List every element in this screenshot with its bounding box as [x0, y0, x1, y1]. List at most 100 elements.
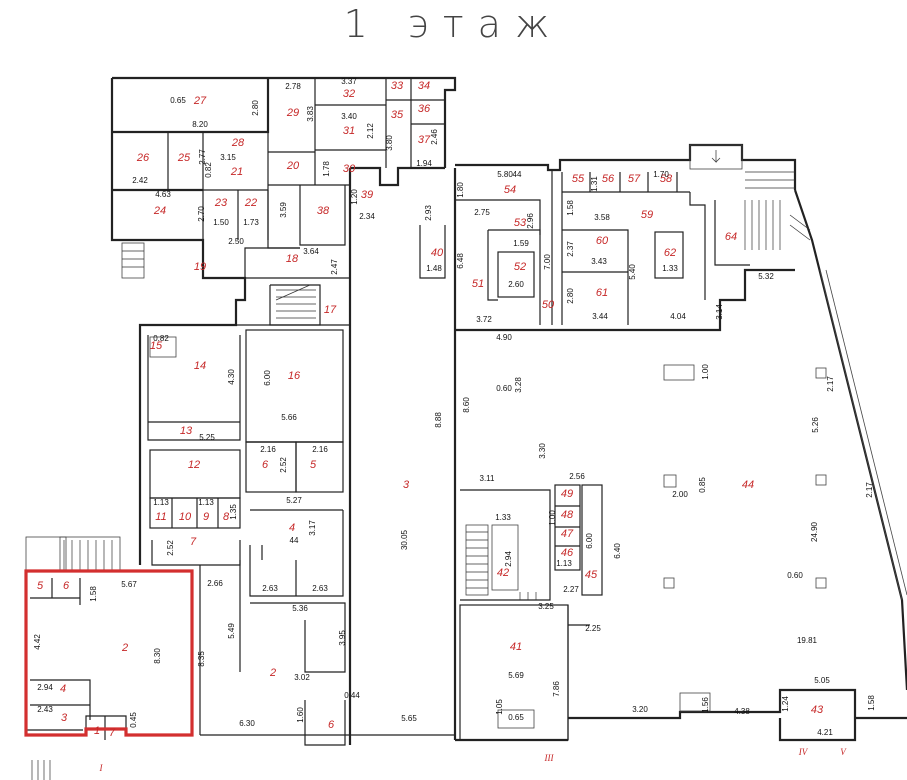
vertical-dimension-label-32: 6.48	[456, 253, 465, 269]
room-label-40: 2	[121, 642, 128, 654]
room-label-26: 16	[288, 370, 301, 382]
vertical-dimension-label-40: 3.28	[514, 377, 523, 393]
dimension-label-14: 1.48	[426, 264, 442, 273]
room-label-35: 7	[190, 536, 197, 548]
room-label-59: 64	[725, 231, 737, 243]
vertical-dimension-label-11: 2.93	[424, 205, 433, 221]
room-label-6: 35	[391, 109, 404, 121]
vertical-dimension-label-55: 1.24	[781, 696, 790, 712]
vertical-dimension-label-9: 3.59	[279, 202, 288, 218]
vertical-dimension-label-17: 3.17	[308, 520, 317, 536]
vertical-dimension-label-10: 1.20	[350, 189, 359, 205]
vertical-dimension-label-20: 4.42	[33, 634, 42, 650]
room-label-18: 38	[317, 205, 330, 217]
vertical-dimension-label-4: 2.46	[430, 129, 439, 145]
vertical-dimension-label-19: 1.58	[89, 586, 98, 602]
vertical-dimension-label-2: 2.12	[366, 123, 375, 139]
dimension-label-55: 0.60	[787, 571, 803, 580]
dimension-label-12: 2.50	[228, 237, 244, 246]
left-building-walls	[110, 76, 457, 745]
dimension-label-53: 2.27	[563, 585, 579, 594]
vertical-dimension-label-48: 1.00	[548, 510, 557, 526]
vertical-dimension-label-6: 0.82	[204, 162, 213, 178]
dimension-label-27: 2.66	[207, 579, 223, 588]
room-label-32: 10	[179, 511, 192, 523]
room-label-31: 11	[155, 511, 166, 523]
dimension-label-65: 44	[513, 170, 522, 179]
dimension-label-0: 0.65	[170, 96, 186, 105]
stair-left-bottom	[25, 536, 121, 780]
vertical-dimension-label-38: 2.80	[566, 288, 575, 304]
room-label-36: 4	[289, 522, 295, 534]
dimension-label-32: 6.30	[239, 719, 255, 728]
axis-label-3: V	[840, 747, 847, 757]
dimension-label-45: 4.04	[670, 312, 686, 321]
vertical-dimension-label-16: 1.35	[229, 504, 238, 520]
vertical-dimension-label-36: 2.37	[566, 241, 575, 257]
dimension-label-41: 3.58	[594, 213, 610, 222]
room-label-10: 26	[136, 152, 150, 164]
room-label-37: 3	[403, 479, 410, 491]
room-label-60: 61	[596, 287, 608, 299]
vertical-dimension-label-21: 8.30	[153, 648, 162, 664]
stair-left-top	[121, 242, 316, 319]
room-label-67: 42	[497, 567, 509, 579]
room-label-7: 31	[343, 125, 355, 137]
room-label-1: 29	[286, 107, 299, 119]
dimension-label-51: 2.00	[672, 490, 688, 499]
dimension-label-26: 5.67	[121, 580, 137, 589]
vertical-dimension-label-41: 3.30	[538, 443, 547, 459]
dimension-label-50: 1.33	[495, 513, 511, 522]
vertical-dimension-label-30: 1.80	[456, 182, 465, 198]
dimension-label-35: 5.80	[497, 170, 513, 179]
dimension-label-49: 2.56	[569, 472, 585, 481]
highlighted-unit	[24, 569, 194, 740]
dimension-label-33: 0.44	[344, 691, 360, 700]
dimension-label-22: 1.13	[198, 498, 214, 507]
vertical-dimension-label-31: 2.96	[526, 213, 535, 229]
room-label-58: 62	[664, 247, 676, 259]
room-label-21: 18	[286, 253, 299, 265]
dimension-label-8: 4.63	[155, 190, 171, 199]
room-label-53: 56	[602, 173, 615, 185]
room-label-44: 1	[94, 725, 100, 737]
vertical-dimension-label-24: 3.95	[338, 630, 347, 646]
room-label-62: 49	[561, 488, 573, 500]
room-label-16: 23	[214, 197, 228, 209]
dimension-label-17: 5.25	[199, 433, 215, 442]
dimension-label-28: 5.36	[292, 604, 308, 613]
dimension-label-62: 5.05	[814, 676, 830, 685]
dimension-label-2: 2.78	[285, 82, 301, 91]
vertical-dimension-label-50: 6.40	[613, 543, 622, 559]
room-label-17: 22	[244, 197, 257, 209]
room-label-49: 52	[514, 261, 526, 273]
room-label-48: 53	[514, 217, 527, 229]
vertical-dimension-label-22: 8.35	[197, 651, 206, 667]
vertical-dimension-label-1: 3.83	[306, 106, 315, 122]
room-label-15: 24	[153, 205, 166, 217]
vertical-dimension-label-18: 2.52	[166, 540, 175, 556]
room-label-47: 54	[504, 184, 516, 196]
dimension-label-63: 4.21	[817, 728, 833, 737]
dimension-label-5: 1.94	[416, 159, 432, 168]
vertical-dimension-label-13: 4.30	[227, 369, 236, 385]
floor-title: 1 этаж	[343, 2, 564, 46]
dimension-label-11: 2.34	[359, 212, 375, 221]
vertical-dimension-label-45: 2.17	[865, 482, 874, 498]
dimension-label-44: 3.44	[592, 312, 608, 321]
stair-right-top	[689, 144, 811, 250]
vertical-dimension-label-14: 6.00	[263, 370, 272, 386]
dimension-label-3: 3.37	[341, 77, 357, 86]
vertical-dimension-label-34: 1.58	[566, 200, 575, 216]
dimension-label-6: 3.15	[220, 153, 236, 162]
room-label-51: 50	[542, 299, 555, 311]
vertical-dimension-label-46: 0.85	[698, 477, 707, 493]
dimension-label-43: 1.33	[662, 264, 678, 273]
dimension-label-52: 1.13	[556, 559, 572, 568]
room-label-9: 28	[231, 137, 245, 149]
central-corridor	[350, 168, 457, 740]
vertical-dimension-label-42: 1.00	[701, 364, 710, 380]
vertical-dimension-label-52: 7.86	[552, 681, 561, 697]
